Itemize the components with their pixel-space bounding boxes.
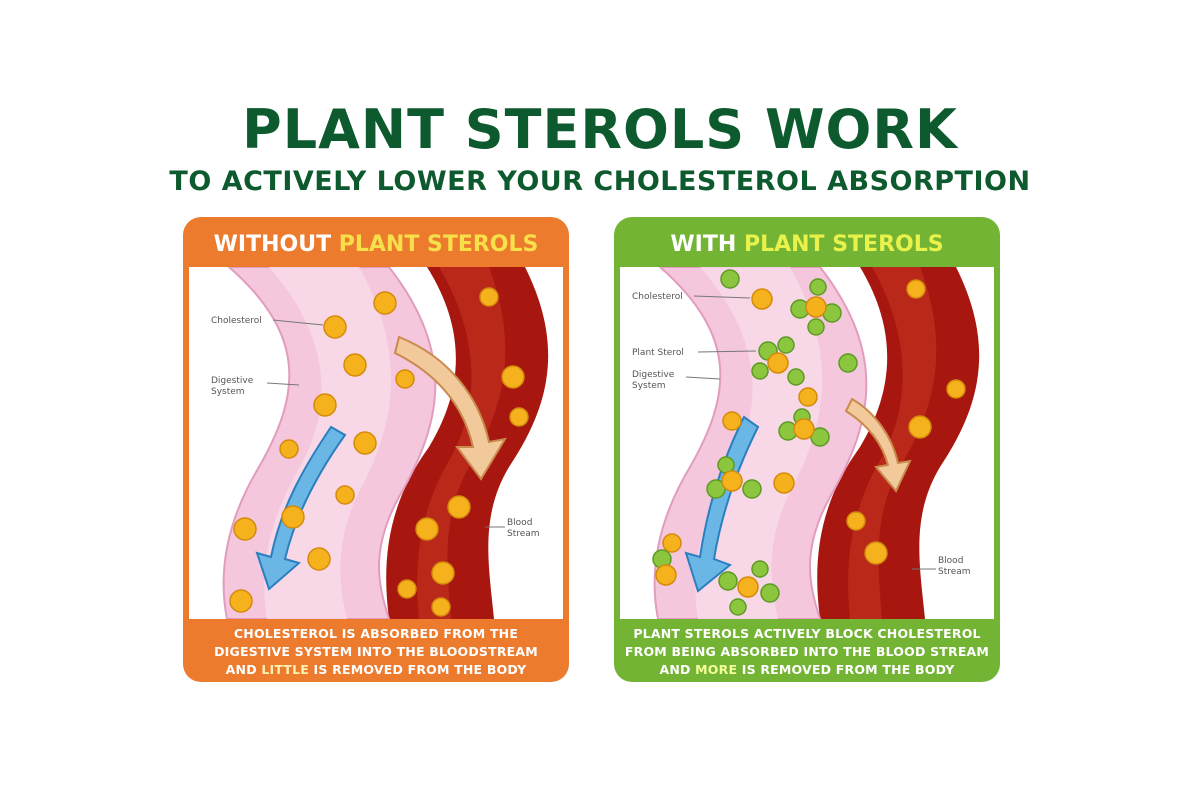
cholesterol-particle [798,387,818,407]
plant-sterol-particle [838,353,858,373]
cholesterol-particle [431,561,455,585]
with-panel-title: WITH PLANT STEROLS [614,231,1000,259]
cholesterol-particle [313,393,337,417]
without-caption-line3: AND LITTLE IS REMOVED FROM THE BODY [193,661,559,679]
without-diagram: Cholesterol Digestive System Blood Strea… [211,267,549,619]
with-title-lead: WITH [670,232,737,257]
with-caption: PLANT STEROLS ACTIVELY BLOCK CHOLESTEROL… [624,625,990,679]
with-plant-sterols-panel: WITH PLANT STEROLS [614,217,1000,682]
cholesterol-particle [846,511,866,531]
digestive-label-line1: Digestive [632,370,675,380]
plant-sterol-particle [742,479,762,499]
with-caption-line2: FROM BEING ABSORBED INTO THE BLOOD STREA… [624,644,990,659]
plant-sterol-particle [718,571,738,591]
cholesterol-particle [415,517,439,541]
without-caption-line2: DIGESTIVE SYSTEM INTO THE BLOODSTREAM [214,644,538,659]
plant-sterol-particles [652,269,858,616]
with-caption-emphasis: MORE [695,662,738,677]
without-title-lead: WITHOUT [213,232,332,257]
cholesterol-particle [767,352,789,374]
without-caption-emphasis: LITTLE [261,662,309,677]
cholesterol-particle [864,541,888,565]
cholesterol-particle [655,564,677,586]
cholesterol-particle [793,418,815,440]
with-title-rest: PLANT STEROLS [736,232,944,257]
cholesterol-label: Cholesterol [632,292,683,302]
digestive-tube-inner [695,267,823,619]
plant-sterol-particle [729,598,747,616]
without-plant-sterols-panel: WITHOUT PLANT STEROLS [183,217,569,682]
cholesterol-particle [946,379,966,399]
without-caption-line1: CHOLESTEROL IS ABSORBED FROM THE [233,626,519,641]
with-caption-post: IS REMOVED FROM THE BODY [737,662,955,677]
cholesterol-particle [721,470,743,492]
digestive-label-line2: System [632,381,666,391]
cholesterol-particle [373,291,397,315]
without-illustration: Cholesterol Digestive System Blood Strea… [189,267,563,619]
headline: PLANT STEROLS WORK [242,98,958,161]
with-diagram: Cholesterol Plant Sterol Digestive Syste… [632,267,980,619]
plant-sterol-particle [760,583,780,603]
blood-stream-highlight [417,267,506,619]
blood-stream-label-line1: Blood [938,556,963,566]
cholesterol-particle [307,547,331,571]
digestive-label-line1: Digestive [211,376,254,386]
with-illustration: Cholesterol Plant Sterol Digestive Syste… [620,267,994,619]
cholesterol-particle [479,287,499,307]
digestive-flow-arrow [255,425,347,591]
plant-sterol-particle [787,368,805,386]
cholesterol-particle [397,579,417,599]
cholesterol-particle [805,296,827,318]
plant-sterol-particle [751,560,769,578]
with-caption-line1: PLANT STEROLS ACTIVELY BLOCK CHOLESTEROL [633,626,981,641]
cholesterol-particle [662,533,682,553]
cholesterol-particle [501,365,525,389]
cholesterol-particle [335,485,355,505]
plant-sterol-particle [720,269,740,289]
cholesterol-particle [906,279,926,299]
plant-sterol-particle [751,362,769,380]
cholesterol-particle [509,407,529,427]
cholesterol-particle [395,369,415,389]
cholesterol-particle [447,495,471,519]
plant-sterol-label: Plant Sterol [632,348,684,358]
without-panel-title: WITHOUT PLANT STEROLS [183,231,569,259]
cholesterol-particle [353,431,377,455]
cholesterol-particle [773,472,795,494]
plant-sterol-particle [809,278,827,296]
subheadline: TO ACTIVELY LOWER YOUR CHOLESTEROL ABSOR… [169,166,1031,197]
cholesterol-particle [908,415,932,439]
cholesterol-label: Cholesterol [211,316,262,326]
cholesterol-particle [279,439,299,459]
blood-stream-label-line2: Stream [938,567,971,577]
without-caption-pre: AND [225,662,262,677]
cholesterol-particle [233,517,257,541]
absorption-arrow [393,335,508,481]
plant-sterol-particle [807,318,825,336]
absorption-arrow [844,397,912,493]
cholesterol-particle [281,505,305,529]
blood-stream-label-line2: Stream [507,529,540,539]
cholesterol-particles [655,279,966,598]
cholesterol-particle [431,597,451,617]
without-caption-post: IS REMOVED FROM THE BODY [309,662,527,677]
cholesterol-particle [323,315,347,339]
digestive-label-line2: System [211,387,245,397]
cholesterol-particle [343,353,367,377]
blood-stream-label-line1: Blood [507,518,532,528]
cholesterol-particles [229,287,529,617]
cholesterol-particle [737,576,759,598]
plant-sterol-particle [777,336,795,354]
cholesterol-particle [751,288,773,310]
cholesterol-particle [229,589,253,613]
with-caption-pre: AND [659,662,696,677]
with-caption-line3: AND MORE IS REMOVED FROM THE BODY [624,661,990,679]
without-caption: CHOLESTEROL IS ABSORBED FROM THE DIGESTI… [193,625,559,679]
without-title-rest: PLANT STEROLS [331,232,539,257]
cholesterol-particle [722,411,742,431]
